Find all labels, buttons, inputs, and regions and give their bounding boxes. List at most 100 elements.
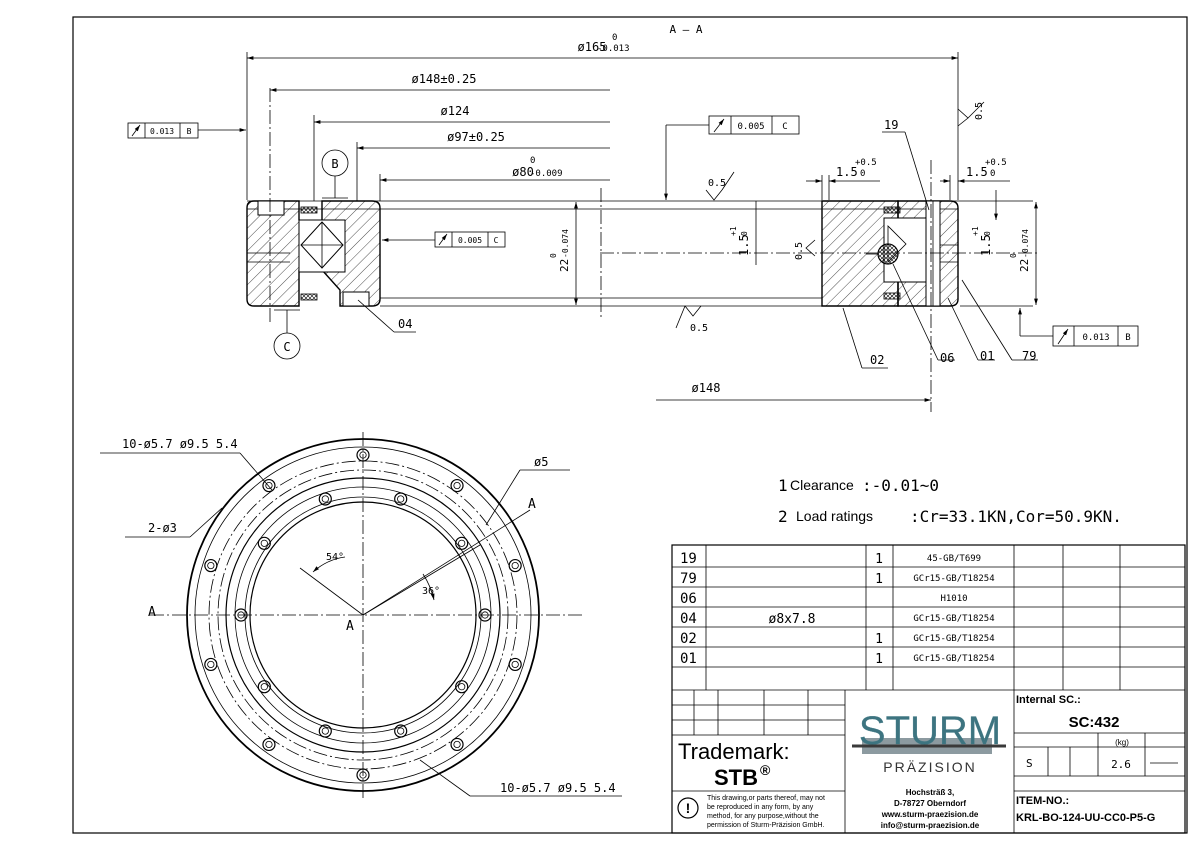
roughness-symbols: 0.5 0.5 0.5 0.5: [675, 101, 985, 334]
tol-frame-top-mid: 0.005 C: [664, 115, 800, 200]
svg-text:0.5: 0.5: [690, 323, 708, 334]
dim-d80-tol-dn: -0.009: [530, 169, 563, 179]
note-2-num: 2: [778, 507, 788, 526]
svg-text:!: !: [686, 800, 691, 816]
dim-h15-left: 1.5: [737, 234, 751, 256]
hole: [204, 657, 218, 672]
hole: [356, 448, 370, 462]
dim-d148b: ø148: [692, 381, 721, 395]
note-1-value: :-0.01~0: [862, 476, 939, 495]
axis-a-center: A: [346, 619, 354, 634]
svg-text:0.5: 0.5: [974, 102, 985, 120]
bom-item: 19: [680, 551, 697, 567]
item-label: ITEM-NO.:: [1016, 795, 1069, 807]
dim-d148: ø148±0.25: [411, 72, 476, 86]
hole: [450, 478, 464, 493]
dim-h22-right: 22: [1018, 259, 1031, 272]
svg-text:C: C: [494, 236, 499, 245]
bom-qty: 1: [875, 632, 883, 647]
hole: [508, 657, 522, 672]
dim-w15-right-tol-up: +0.5: [985, 158, 1007, 168]
dim-w15-left-tol-dn: 0: [860, 169, 865, 179]
hole: [262, 478, 276, 493]
mounting-holes-outer: [204, 448, 522, 782]
svg-text:0.005: 0.005: [737, 122, 764, 132]
logo-sub: PRÄZISION: [883, 759, 976, 775]
bom-material: GCr15-GB/T18254: [913, 634, 994, 644]
dim-h15-right: 1.5: [979, 234, 993, 256]
note-1-num: 1: [778, 476, 788, 495]
trademark-reg: ®: [760, 762, 771, 778]
sheet-border: [72, 16, 1188, 834]
dim-d165: ø165: [578, 40, 607, 54]
bom-item: 79: [680, 571, 697, 587]
svg-text:0.013: 0.013: [1082, 333, 1109, 343]
title-block: Trademark: STB ® ! This drawing,or parts…: [677, 694, 1155, 830]
hole: [234, 608, 248, 622]
item-value: KRL-BO-124-UU-CC0-P5-G: [1016, 812, 1155, 824]
hole: [262, 737, 276, 752]
dim-d80-tol-up: 0: [530, 156, 535, 166]
dim-d165-tol-up: 0: [612, 33, 617, 43]
diameter-dimensions: ø165 0 -0.013 ø148±0.25 ø124 ø97±0.25 ø8…: [246, 33, 959, 402]
hole: [450, 737, 464, 752]
hole: [318, 492, 332, 506]
balloon-19: 19: [884, 118, 898, 132]
dim-h22-right-tol-dn: -0.074: [1021, 229, 1030, 258]
notes: 1 Clearance :-0.01~0 2 Load ratings :Cr=…: [778, 476, 1122, 526]
dim-w15-right-tol-dn: 0: [990, 169, 995, 179]
holes-label-bot: 10-ø5.7 ø9.5 5.4: [500, 781, 616, 795]
roller: [877, 243, 899, 265]
warning-icon: [677, 797, 699, 819]
dim-h15-left-tol-up: +1: [729, 226, 738, 236]
weight-unit: (kg): [1115, 738, 1129, 747]
bom-qty: 1: [875, 572, 883, 587]
svg-text:B: B: [187, 127, 192, 136]
internal-value: SC:432: [1069, 714, 1120, 731]
dim-d80: ø80: [512, 165, 534, 179]
svg-text:0.5: 0.5: [708, 178, 726, 189]
hole: [455, 536, 469, 550]
hole: [356, 768, 370, 782]
dim-h22-tol-dn: -0.074: [561, 229, 570, 258]
disclaimer-2: be reproduced in any form, by any: [707, 804, 814, 811]
balloon-04: 04: [398, 317, 412, 331]
bom-material: 45-GB/T699: [927, 554, 981, 564]
dim-h22: 22: [558, 259, 571, 272]
balloon-06: 06: [940, 351, 954, 365]
dim-w15-left-tol-up: +0.5: [855, 158, 877, 168]
note-2-value: :Cr=33.1KN,Cor=50.9KN.: [910, 507, 1122, 526]
bom-item: 02: [680, 631, 697, 647]
disclaimer-1: This drawing,or parts thereof, may not: [707, 795, 825, 802]
svg-text:C: C: [782, 122, 787, 132]
email: info@sturm-praezision.de: [881, 821, 980, 830]
bom-material: GCr15-GB/T18254: [913, 614, 994, 624]
trademark-label: Trademark:: [678, 739, 790, 764]
bom-item: 04: [680, 611, 697, 627]
hole: [257, 536, 271, 550]
hole: [204, 558, 218, 573]
dim-h22-right-tol-up: 0: [1009, 253, 1018, 258]
dim-h22-tol-up: 0: [549, 253, 558, 258]
hole: [455, 680, 469, 694]
dim-w15-left: 1.5: [836, 165, 858, 179]
datum-c: C: [273, 309, 301, 360]
dim-d97: ø97±0.25: [447, 130, 505, 144]
axis-a-left: A: [148, 605, 156, 620]
dim-h15-right-tol-dn: 0: [983, 231, 992, 236]
mounting-holes-inner: [234, 492, 492, 738]
dim-d124: ø124: [441, 104, 470, 118]
svg-text:0.5: 0.5: [794, 242, 805, 260]
balloon-79: 79: [1022, 349, 1036, 363]
svg-text:B: B: [1125, 333, 1130, 343]
weight-value: 2.6: [1111, 758, 1131, 771]
dim-h15-right-tol-up: +1: [971, 226, 980, 236]
hole: [508, 558, 522, 573]
website: www.sturm-praezision.de: [881, 810, 979, 819]
bom-item: 01: [680, 651, 697, 667]
tol-frame-bot-right: 0.013 B: [1018, 308, 1139, 347]
svg-text:B: B: [331, 157, 338, 171]
disclaimer-3: method, for any purpose,without the: [707, 813, 819, 820]
balloon-02: 02: [870, 353, 884, 367]
